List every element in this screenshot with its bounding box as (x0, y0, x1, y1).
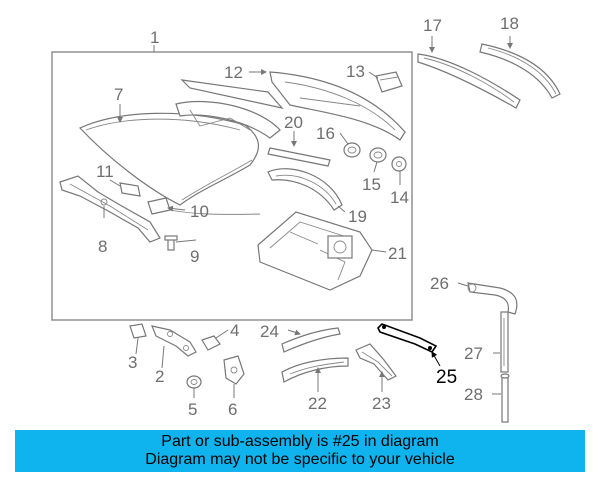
notice-line-1: Part or sub-assembly is #25 in diagram (161, 433, 439, 450)
part-3-clip (129, 323, 147, 339)
part-16-grommet (343, 142, 361, 158)
part-23-trim (355, 343, 397, 381)
callout-11: 11 (96, 162, 114, 181)
part-17-side-rail (417, 53, 521, 109)
callout-10: 10 (190, 202, 209, 221)
callout-5: 5 (188, 400, 197, 419)
callout-17: 17 (423, 16, 442, 35)
part-7-roof-panel (78, 112, 259, 206)
part-27-strut (500, 311, 509, 373)
part-4-pin (201, 335, 221, 351)
callout-28: 28 (464, 385, 483, 404)
callout-6: 6 (228, 400, 237, 419)
part-2-bracket (151, 325, 197, 357)
callout-7: 7 (114, 85, 123, 104)
callout-labels: 1 2 3 4 5 6 7 8 9 10 11 12 13 14 15 16 1… (96, 14, 519, 419)
part-8-linkage (59, 175, 161, 243)
part-15-bushing (369, 147, 387, 163)
callout-14: 14 (390, 188, 409, 207)
callout-8: 8 (98, 237, 107, 256)
callout-20: 20 (284, 113, 303, 132)
callout-18: 18 (500, 14, 519, 33)
callout-13: 13 (346, 62, 365, 81)
callout-4: 4 (230, 321, 239, 340)
part-25-seal-strip (377, 323, 438, 354)
part-13-block (375, 71, 403, 93)
callout-2: 2 (155, 367, 164, 386)
assembly-frame (51, 51, 413, 321)
callout-9: 9 (190, 247, 199, 266)
part-frame-bow (175, 100, 281, 139)
part-12-rear-window (180, 71, 406, 141)
callout-27: 27 (464, 344, 483, 363)
part-28-strut (500, 373, 510, 423)
callout-24: 24 (260, 322, 279, 341)
part-6-bracket (223, 355, 245, 385)
part-11-hinge (119, 182, 141, 197)
callout-3: 3 (128, 353, 137, 372)
callout-22: 22 (308, 394, 327, 413)
part-18-side-rail (479, 43, 561, 99)
callout-1: 1 (150, 28, 159, 47)
part-5-nut (186, 375, 202, 389)
part-21-latch-assembly (257, 211, 373, 291)
part-19-seal (267, 168, 343, 211)
callout-25: 25 (436, 367, 457, 388)
part-9-bolt (164, 235, 178, 251)
callout-16: 16 (316, 124, 335, 143)
callout-26: 26 (430, 274, 449, 293)
part-20-trim-strip (267, 147, 331, 167)
part-22-trim (281, 357, 349, 383)
callout-19: 19 (348, 207, 367, 226)
notice-banner: Part or sub-assembly is #25 in diagram D… (15, 430, 585, 472)
callout-23: 23 (372, 394, 391, 413)
callout-21: 21 (388, 244, 407, 263)
callout-15: 15 (362, 175, 381, 194)
part-26-arm (467, 282, 518, 315)
part-24-trim (281, 327, 341, 353)
notice-line-2: Diagram may not be specific to your vehi… (145, 451, 455, 468)
callout-12: 12 (224, 63, 243, 82)
part-14-cap (391, 156, 407, 172)
